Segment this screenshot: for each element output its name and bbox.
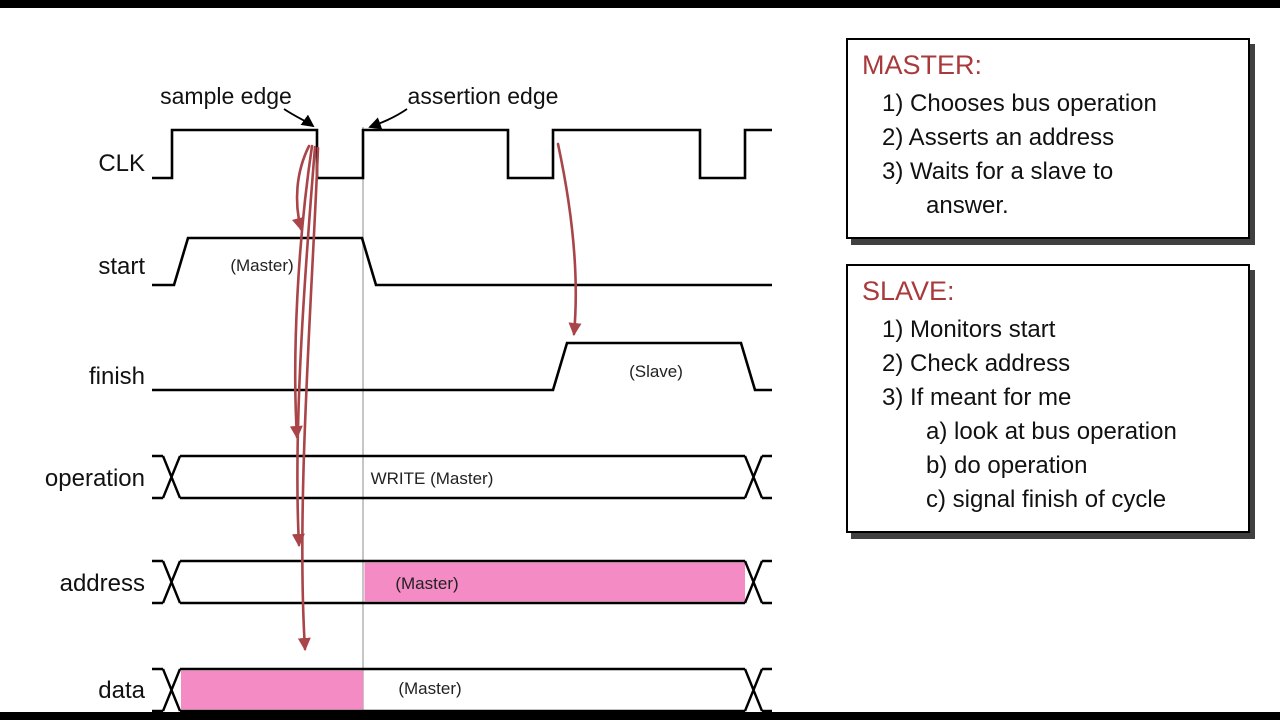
- master-item-3-cont: answer.: [926, 192, 1009, 219]
- slave-title: SLAVE:: [862, 276, 955, 306]
- clk-row: CLK: [98, 128, 772, 180]
- master-item-3: 3) Waits for a slave to: [882, 158, 1114, 185]
- finish-row: finish (Slave): [89, 341, 772, 392]
- operation-note: WRITE (Master): [371, 469, 494, 488]
- sample-to-start-arrow: [291, 144, 311, 231]
- finish-label: finish: [89, 363, 145, 390]
- start-waveform: [152, 236, 772, 287]
- letterbox-top: [0, 0, 1280, 8]
- finish-note: (Slave): [629, 362, 683, 381]
- clk-waveform: [152, 128, 772, 180]
- slave-item-2: 2) Check address: [882, 350, 1071, 377]
- slave-item-3: 3) If meant for me: [882, 384, 1072, 411]
- edge-annotations: sample edge assertion edge: [160, 83, 559, 130]
- slave-item-3a: a) look at bus operation: [926, 418, 1177, 445]
- master-title: MASTER:: [862, 50, 983, 80]
- start-row: start (Master): [98, 236, 772, 287]
- operation-row: operation WRITE (Master): [45, 454, 772, 500]
- sample-to-address-arrow: [291, 145, 317, 547]
- data-bus-lines: [152, 667, 772, 713]
- clk-label: CLK: [98, 150, 145, 177]
- operation-label: operation: [45, 465, 145, 492]
- address-label: address: [60, 570, 145, 597]
- causal-arrows: [289, 142, 582, 651]
- address-bus-lines: [152, 559, 772, 605]
- sample-edge-arrow: [283, 108, 315, 128]
- address-note: (Master): [395, 574, 458, 593]
- master-note-box: MASTER: 1) Chooses bus operation 2) Asse…: [846, 38, 1250, 239]
- assertion-edge-label: assertion edge: [408, 83, 559, 109]
- start-label: start: [98, 253, 145, 280]
- assertion-edge-arrow: [368, 108, 408, 130]
- operation-bus-lines: [152, 454, 772, 500]
- address-row: address (Master): [60, 559, 772, 605]
- address-valid-highlight: [364, 562, 745, 602]
- timing-diagram: CLK start (Master) finish (Slave) operat…: [45, 83, 772, 713]
- sample-to-operation-arrow: [289, 144, 314, 439]
- data-note: (Master): [398, 679, 461, 698]
- slave-item-3b: b) do operation: [926, 452, 1088, 479]
- master-item-1: 1) Chooses bus operation: [882, 90, 1157, 117]
- sample-edge-label: sample edge: [160, 83, 292, 109]
- data-row: data (Master): [98, 667, 772, 713]
- start-note: (Master): [230, 256, 293, 275]
- slave-note-box: SLAVE: 1) Monitors start 2) Check addres…: [846, 264, 1250, 533]
- letterbox-bottom: [0, 712, 1280, 720]
- finish-waveform: [152, 341, 772, 392]
- data-label: data: [98, 677, 145, 704]
- clk-to-finish-arrow: [556, 142, 582, 336]
- slave-item-3c: c) signal finish of cycle: [926, 486, 1167, 513]
- sample-to-data-arrow: [297, 146, 320, 651]
- master-item-2: 2) Asserts an address: [882, 124, 1115, 151]
- slave-item-1: 1) Monitors start: [882, 316, 1056, 343]
- data-valid-highlight: [181, 670, 363, 710]
